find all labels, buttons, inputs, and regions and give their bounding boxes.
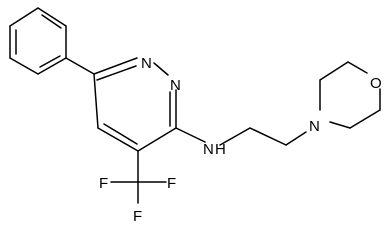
amine-h-label: H xyxy=(215,141,226,158)
phenyl-double-bond xyxy=(41,14,62,29)
pyridazine-double-bond xyxy=(103,123,138,145)
phenyl-ring xyxy=(9,7,67,75)
phenyl-bond xyxy=(9,7,39,27)
trifluoromethyl-group xyxy=(110,150,167,204)
pyridazine-bond xyxy=(153,62,169,76)
ethyl-chain-bond xyxy=(219,127,251,146)
pyridazine-ring xyxy=(93,57,177,152)
cf3-f-left-label: F xyxy=(99,175,108,192)
ethyl-chain-bond xyxy=(285,131,307,146)
morpholine-ring xyxy=(319,61,381,129)
morpholine-bond xyxy=(349,109,381,129)
pyridazine-bond xyxy=(93,57,138,75)
phenyl-pyridazine-bond xyxy=(65,57,95,75)
pyridazine-n1-label: N xyxy=(141,55,152,72)
phenyl-bond xyxy=(37,7,67,27)
morpholine-n-label: N xyxy=(309,118,320,135)
amine-n-label: N xyxy=(203,141,214,158)
phenyl-bond xyxy=(37,57,67,75)
morpholine-bond xyxy=(347,61,368,74)
structure-canvas: N N N H N O F F F xyxy=(9,7,382,225)
phenyl-double-bond xyxy=(39,55,61,68)
cf3-f-right-label: F xyxy=(167,175,176,192)
cf3-f-bottom-label: F xyxy=(133,208,142,225)
morpholine-bond xyxy=(319,61,349,81)
pyridazine-bond xyxy=(97,127,139,152)
phenyl-bond xyxy=(9,57,39,75)
ethyl-chain-bond xyxy=(249,127,287,146)
ring-to-amine-bond xyxy=(175,127,206,143)
pyridazine-bond xyxy=(93,73,99,129)
pyridazine-double-bond xyxy=(96,65,137,81)
pyridazine-n2-label: N xyxy=(170,77,181,94)
morpholine-bond xyxy=(329,121,351,129)
pyridazine-bond xyxy=(137,127,177,152)
morpholine-o-label: O xyxy=(370,75,382,92)
molecule-diagram: N N N H N O F F F xyxy=(9,7,382,225)
